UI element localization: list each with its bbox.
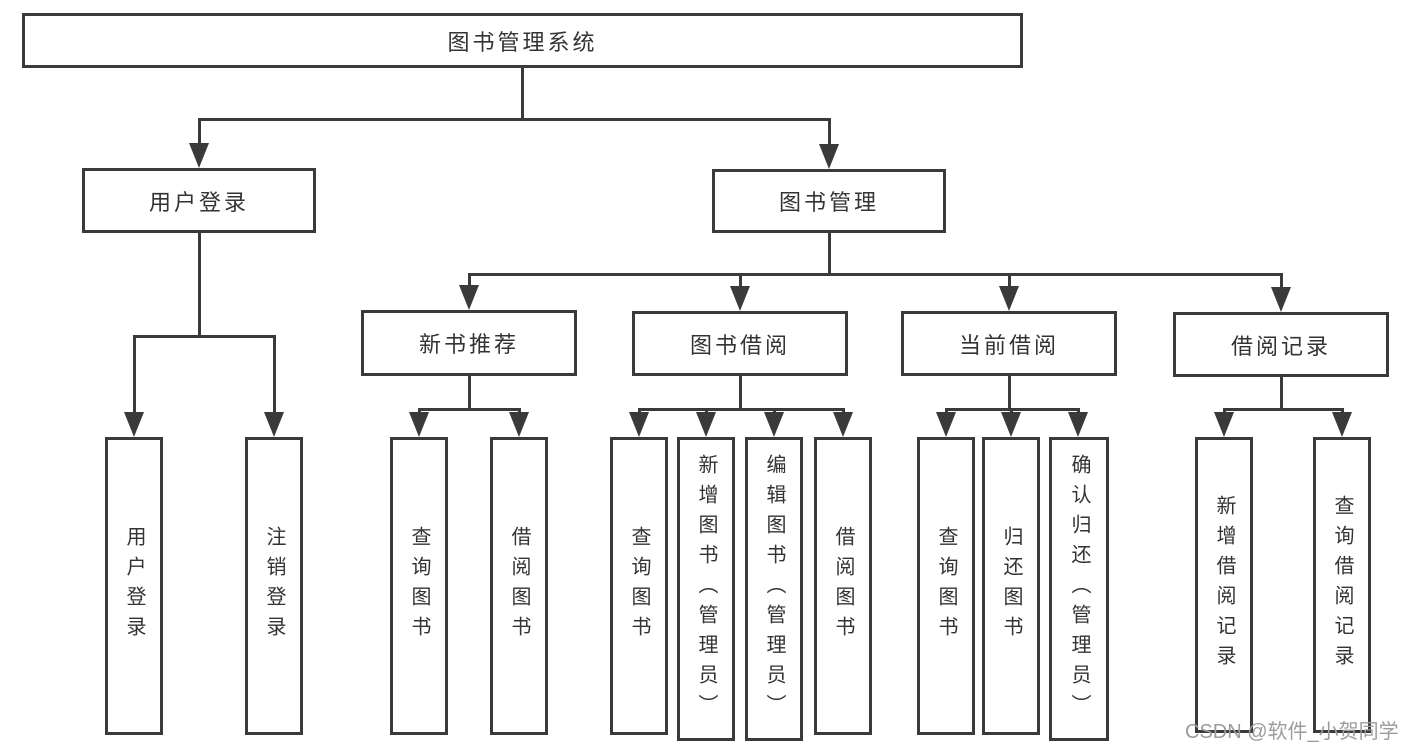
arrowhead-new-book-recommend bbox=[459, 285, 479, 310]
node-book-management: 图书管理 bbox=[712, 169, 946, 233]
node-leaf-logout: 注销登录 bbox=[245, 437, 303, 735]
node-leaf-edit-books-admin: 编辑图书（管理员） bbox=[745, 437, 803, 741]
node-user-login: 用户登录 bbox=[82, 168, 316, 233]
arrowhead-query-record bbox=[1332, 412, 1352, 437]
connector-user-login-stem bbox=[197, 233, 201, 338]
arrowhead-return-books bbox=[1001, 412, 1021, 437]
arrowhead-confirm-return bbox=[1068, 412, 1088, 437]
arrowhead-leaf-user-login bbox=[124, 412, 144, 437]
node-leaf-query-books-borrow: 查询图书 bbox=[610, 437, 668, 735]
node-leaf-query-books-recommend: 查询图书 bbox=[390, 437, 448, 735]
node-label: 图书管理系统 bbox=[447, 29, 598, 55]
node-new-book-recommend: 新书推荐 bbox=[361, 310, 577, 376]
node-leaf-borrow-books-recommend: 借阅图书 bbox=[490, 437, 548, 735]
connector-new-book-recommend-stem bbox=[467, 376, 471, 411]
connector-new-book-recommend-bar bbox=[417, 408, 521, 411]
node-label: 查询借阅记录 bbox=[1331, 495, 1353, 675]
arrowhead-borrow-books-2 bbox=[833, 412, 853, 437]
connector-drop-leaf-user-login bbox=[132, 335, 136, 415]
node-label: 当前借阅 bbox=[958, 332, 1059, 358]
arrowhead-leaf-logout bbox=[264, 412, 284, 437]
node-borrow-record: 借阅记录 bbox=[1173, 312, 1389, 377]
connector-drop-borrow-record bbox=[1279, 273, 1283, 287]
node-leaf-return-books: 归还图书 bbox=[982, 437, 1040, 735]
node-current-borrow: 当前借阅 bbox=[901, 311, 1117, 376]
node-leaf-borrow-books-borrow: 借阅图书 bbox=[814, 437, 872, 735]
arrowhead-book-management bbox=[819, 144, 839, 169]
connector-user-login-bar bbox=[132, 335, 276, 338]
node-label: 用户登录 bbox=[148, 189, 249, 215]
connector-book-borrow-bar bbox=[637, 408, 845, 411]
node-label: 新增图书（管理员） bbox=[695, 454, 717, 724]
arrowhead-borrow-books-1 bbox=[509, 412, 529, 437]
node-label: 归还图书 bbox=[1000, 526, 1022, 646]
node-label: 图书借阅 bbox=[689, 332, 790, 358]
connector-root-bar bbox=[197, 118, 831, 121]
connector-drop-new-book-recommend bbox=[467, 273, 471, 287]
node-leaf-add-books-admin: 新增图书（管理员） bbox=[677, 437, 735, 741]
arrowhead-book-borrow bbox=[730, 286, 750, 311]
node-label: 借阅记录 bbox=[1230, 333, 1331, 359]
arrowhead-add-record bbox=[1214, 412, 1234, 437]
node-leaf-query-borrow-record: 查询借阅记录 bbox=[1313, 437, 1371, 733]
node-label: 借阅图书 bbox=[832, 526, 854, 646]
connector-book-borrow-stem bbox=[738, 376, 742, 411]
connector-drop-book-management bbox=[827, 118, 831, 146]
connector-borrow-record-bar bbox=[1222, 408, 1343, 411]
node-label: 查询图书 bbox=[628, 526, 650, 646]
node-label: 用户登录 bbox=[123, 526, 145, 646]
node-label: 新增借阅记录 bbox=[1213, 495, 1235, 675]
node-label: 新书推荐 bbox=[418, 332, 519, 357]
arrowhead-query-books-2 bbox=[629, 412, 649, 437]
connector-book-management-bar bbox=[467, 273, 1283, 276]
connector-drop-user-login bbox=[197, 118, 201, 146]
arrowhead-user-login bbox=[189, 143, 209, 168]
node-book-borrow: 图书借阅 bbox=[632, 311, 848, 376]
node-label: 图书管理 bbox=[778, 190, 879, 215]
connector-drop-current-borrow bbox=[1007, 273, 1011, 287]
node-leaf-user-login: 用户登录 bbox=[105, 437, 163, 735]
arrowhead-edit-books bbox=[764, 412, 784, 437]
node-label: 查询图书 bbox=[408, 526, 430, 646]
connector-borrow-record-stem bbox=[1279, 377, 1283, 411]
connector-drop-leaf-logout bbox=[272, 335, 276, 415]
arrowhead-query-books-1 bbox=[409, 412, 429, 437]
node-label: 借阅图书 bbox=[508, 526, 530, 646]
node-label: 注销登录 bbox=[263, 526, 285, 646]
node-label: 查询图书 bbox=[935, 526, 957, 646]
node-library-management-system: 图书管理系统 bbox=[22, 13, 1023, 68]
arrowhead-borrow-record bbox=[1271, 287, 1291, 312]
arrowhead-current-borrow bbox=[999, 286, 1019, 311]
connector-root-stem bbox=[520, 68, 524, 118]
node-leaf-add-borrow-record: 新增借阅记录 bbox=[1195, 437, 1253, 733]
connector-book-management-stem bbox=[827, 233, 831, 276]
node-label: 确认归还（管理员） bbox=[1068, 454, 1090, 724]
node-label: 编辑图书（管理员） bbox=[763, 454, 785, 724]
csdn-watermark: CSDN @软件_小贺同学 bbox=[1185, 721, 1399, 743]
arrowhead-query-books-3 bbox=[936, 412, 956, 437]
connector-drop-book-borrow bbox=[738, 273, 742, 287]
arrowhead-add-books bbox=[696, 412, 716, 437]
node-leaf-query-books-current: 查询图书 bbox=[917, 437, 975, 735]
connector-current-borrow-stem bbox=[1007, 376, 1011, 411]
node-leaf-confirm-return-admin: 确认归还（管理员） bbox=[1049, 437, 1109, 741]
